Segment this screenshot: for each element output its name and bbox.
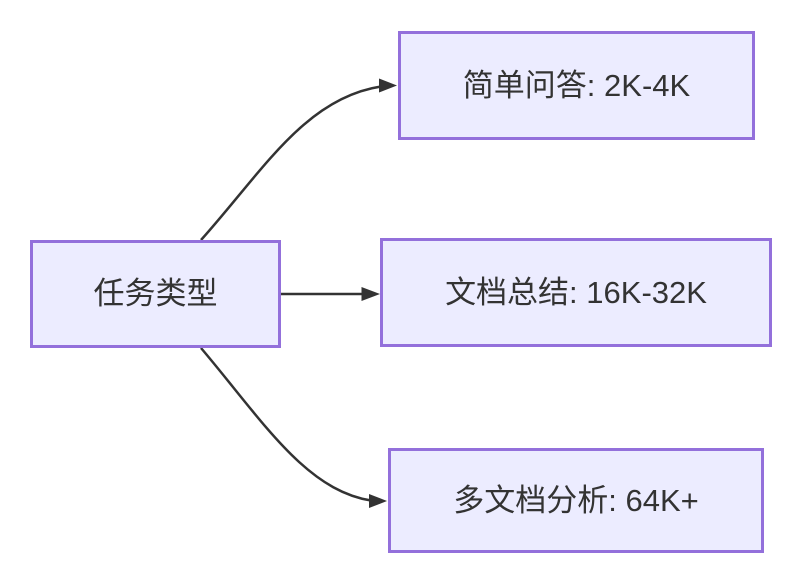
node-simple-qa-label: 简单问答: 2K-4K — [462, 67, 691, 103]
node-multi-doc-analysis-label: 多文档分析: 64K+ — [453, 482, 699, 518]
node-multi-doc-analysis: 多文档分析: 64K+ — [388, 448, 764, 553]
node-doc-summary-label: 文档总结: 16K-32K — [445, 274, 707, 310]
edge-root-to-simple-qa — [200, 85, 382, 241]
node-task-type-label: 任务类型 — [93, 276, 218, 312]
arrowhead-simple-qa-icon — [379, 78, 397, 93]
edge-root-to-multi-doc — [200, 347, 372, 502]
node-simple-qa: 简单问答: 2K-4K — [398, 31, 755, 140]
arrowhead-multi-doc-icon — [369, 494, 387, 508]
node-task-type: 任务类型 — [30, 240, 281, 348]
arrowhead-doc-summary-icon — [361, 287, 380, 301]
node-doc-summary: 文档总结: 16K-32K — [380, 238, 772, 347]
